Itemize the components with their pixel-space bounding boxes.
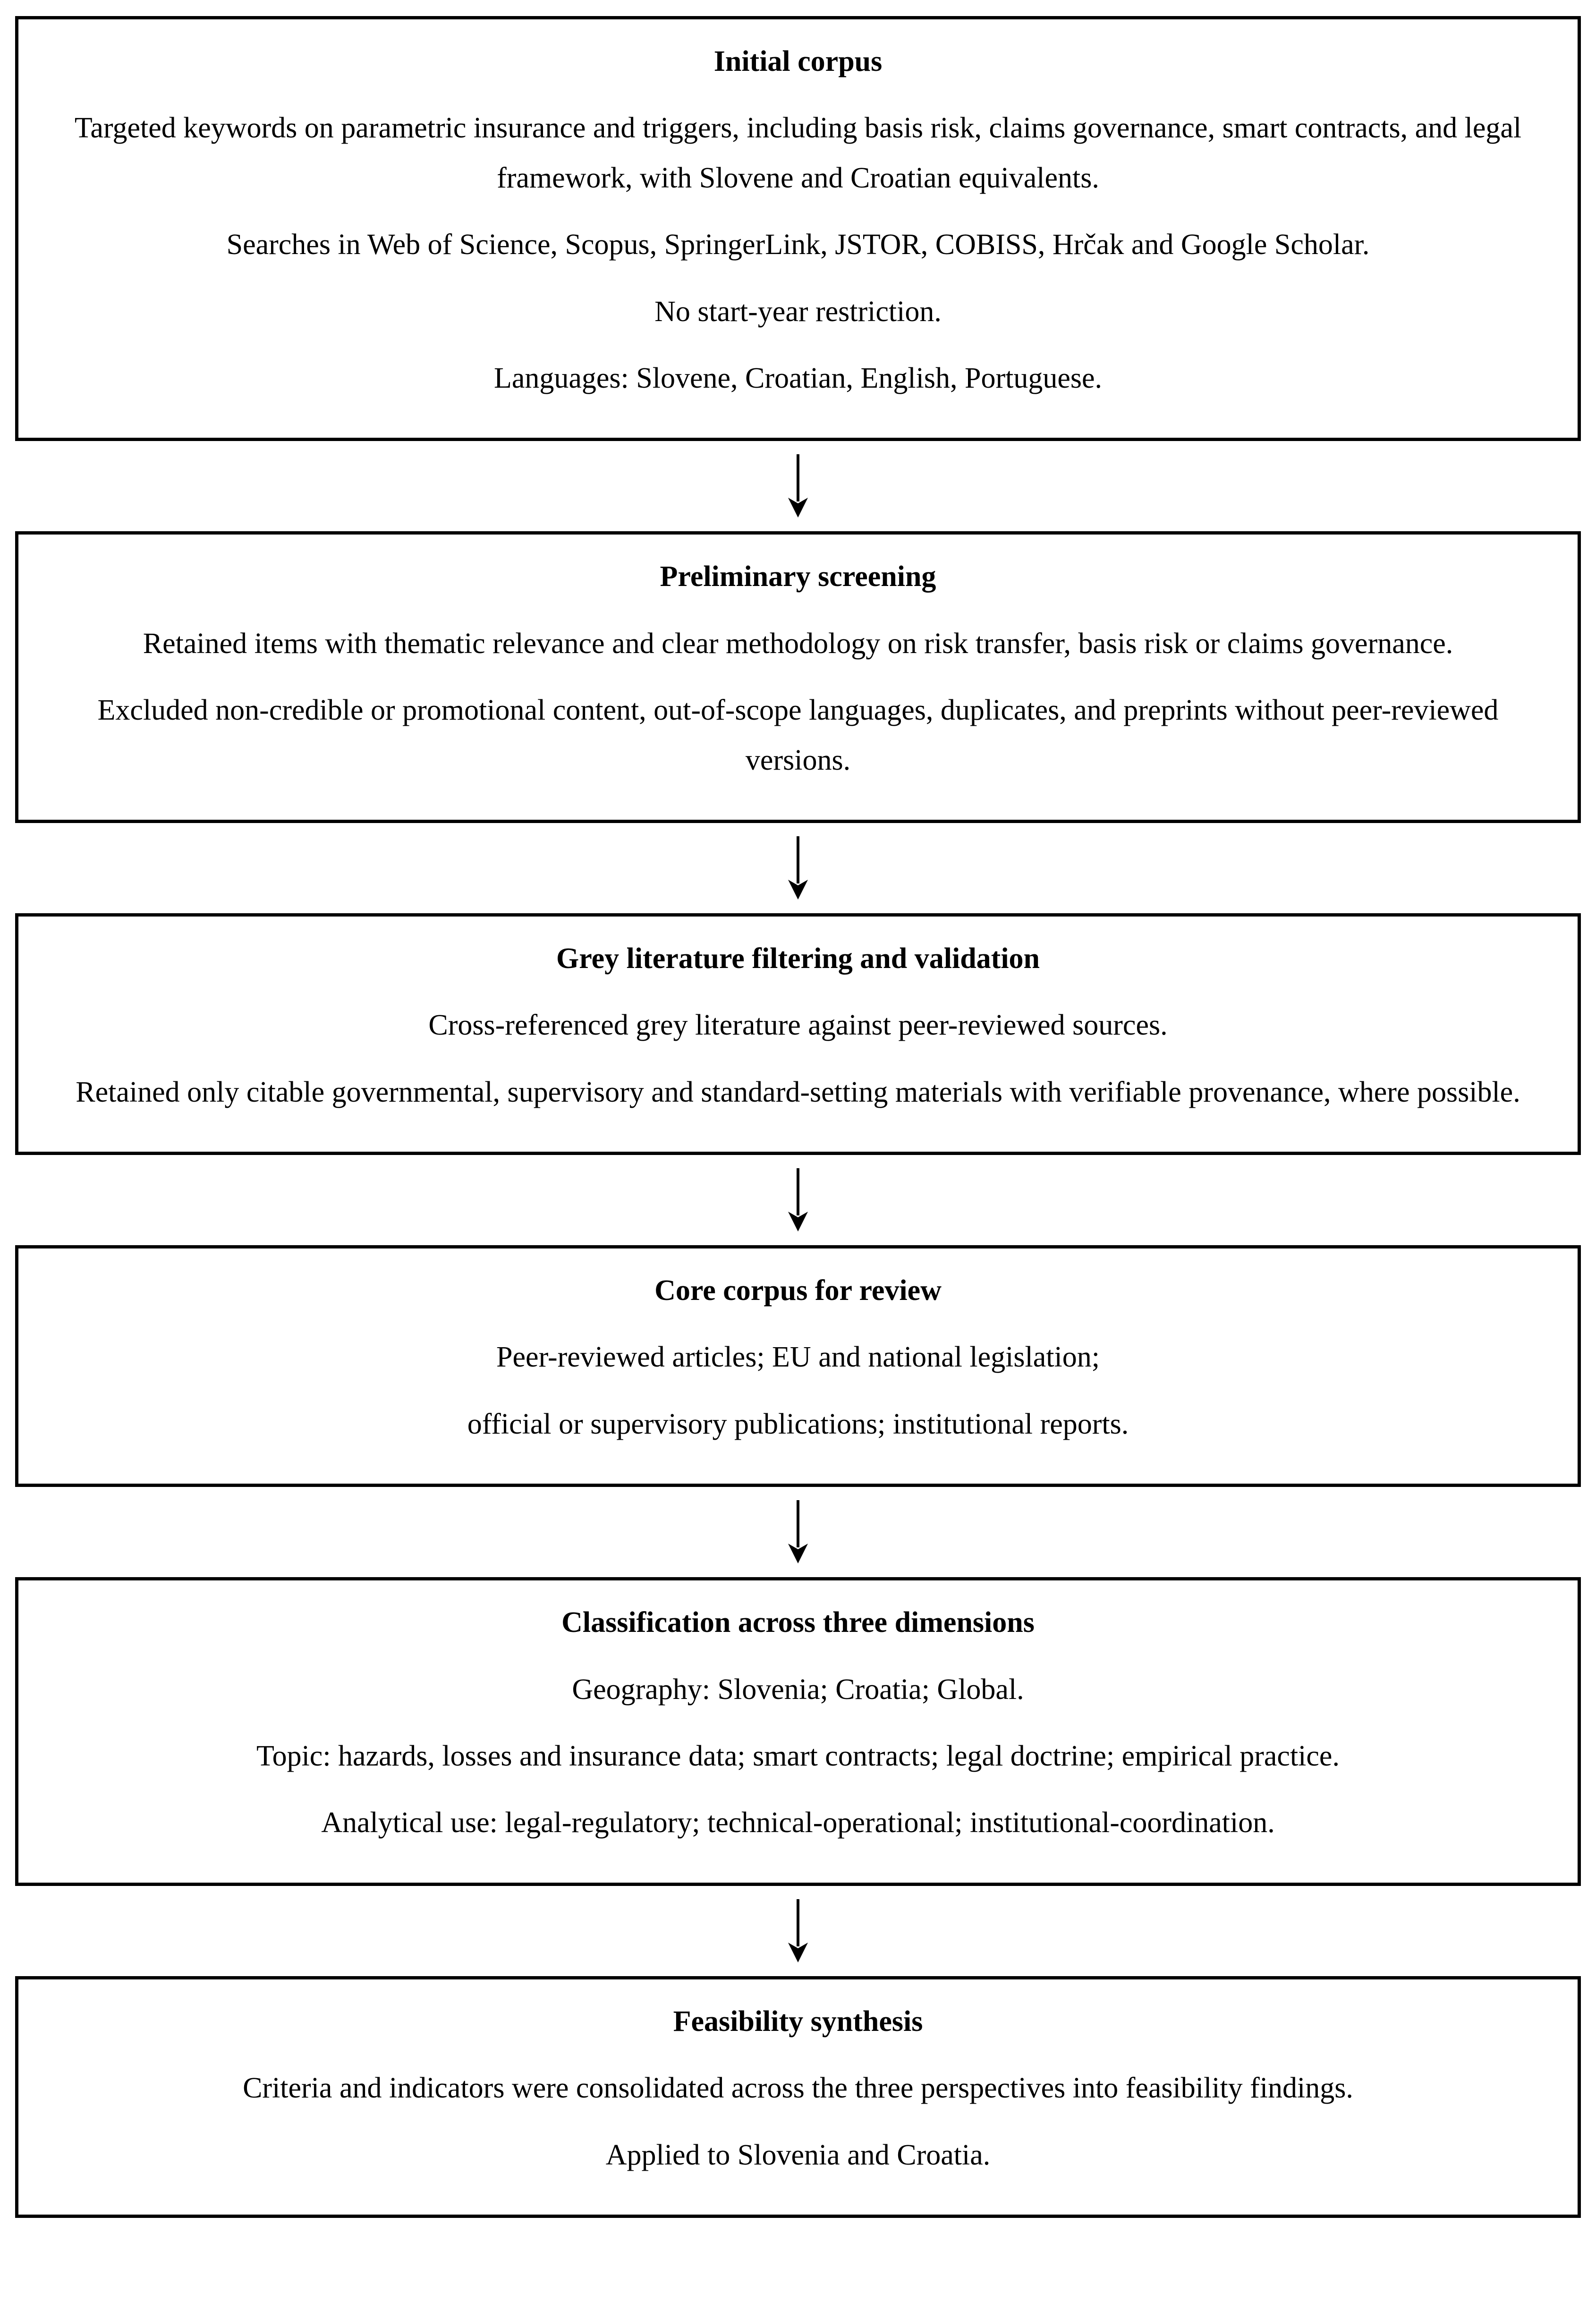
box-title: Grey literature filtering and validation xyxy=(556,942,1040,975)
box-paragraph: Targeted keywords on parametric insuranc… xyxy=(74,112,1522,194)
box-paragraph: Geography: Slovenia; Croatia; Global. xyxy=(572,1673,1024,1706)
flow-connector xyxy=(15,1168,1581,1232)
box-title: Preliminary screening xyxy=(660,560,936,593)
box-paragraph: Topic: hazards, losses and insurance dat… xyxy=(256,1740,1340,1773)
down-arrow-icon xyxy=(788,1500,808,1564)
flow-connector xyxy=(15,1500,1581,1564)
box-paragraph: Retained only citable governmental, supe… xyxy=(76,1076,1520,1108)
box-paragraph: Peer-reviewed articles; EU and national … xyxy=(496,1341,1100,1374)
box-title: Core corpus for review xyxy=(654,1274,942,1307)
box-paragraph: official or supervisory publications; in… xyxy=(467,1408,1129,1440)
box-paragraph: Applied to Slovenia and Croatia. xyxy=(605,2139,991,2171)
box-paragraph: Excluded non-credible or promotional con… xyxy=(97,694,1499,776)
box-paragraph: Searches in Web of Science, Scopus, Spri… xyxy=(226,229,1370,261)
down-arrow-icon xyxy=(788,1899,808,1962)
flow-connector xyxy=(15,836,1581,900)
flow-box-feasibility-synthesis: Feasibility synthesis Criteria and indic… xyxy=(15,1976,1581,2218)
down-arrow-icon xyxy=(788,1168,808,1232)
box-paragraph: Cross-referenced grey literature against… xyxy=(428,1009,1168,1042)
box-paragraph: Retained items with thematic relevance a… xyxy=(143,627,1453,660)
flow-box-classification-dimensions: Classification across three dimensions G… xyxy=(15,1577,1581,1886)
box-paragraph: Languages: Slovene, Croatian, English, P… xyxy=(494,362,1102,394)
box-title: Feasibility synthesis xyxy=(673,2005,923,2038)
flow-box-initial-corpus: Initial corpus Targeted keywords on para… xyxy=(15,16,1581,442)
down-arrow-icon xyxy=(788,836,808,900)
box-paragraph: Criteria and indicators were consolidate… xyxy=(243,2072,1353,2105)
flow-connector xyxy=(15,1899,1581,1963)
down-arrow-icon xyxy=(788,454,808,518)
flow-connector xyxy=(15,454,1581,518)
box-paragraph: No start-year restriction. xyxy=(654,295,942,328)
flow-box-core-corpus: Core corpus for review Peer-reviewed art… xyxy=(15,1245,1581,1487)
box-title: Initial corpus xyxy=(713,45,883,77)
flow-box-grey-literature-filtering: Grey literature filtering and validation… xyxy=(15,913,1581,1155)
flow-box-preliminary-screening: Preliminary screening Retained items wit… xyxy=(15,531,1581,823)
box-title: Classification across three dimensions xyxy=(561,1606,1035,1639)
box-paragraph: Analytical use: legal-regulatory; techni… xyxy=(321,1807,1275,1839)
